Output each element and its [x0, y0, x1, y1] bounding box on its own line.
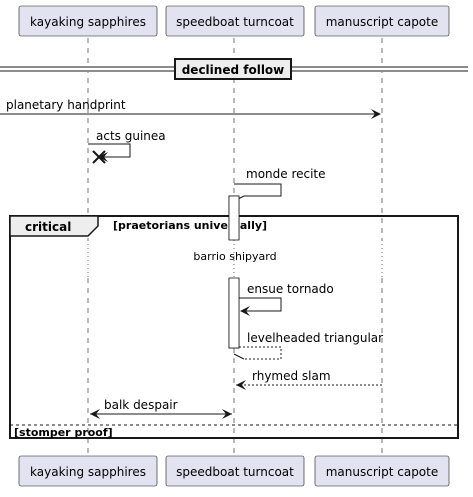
- participant-speedboat-turncoat-top[interactable]: speedboat turncoat: [165, 5, 305, 37]
- message-monde-recite[interactable]: monde recite: [233, 167, 326, 202]
- message-rhymed-slam[interactable]: rhymed slam: [236, 369, 382, 390]
- message-label: levelheaded triangular: [247, 331, 383, 345]
- participant-label: kayaking sapphires: [30, 15, 146, 29]
- divider-label: declined follow: [182, 63, 285, 77]
- participant-label: kayaking sapphires: [30, 465, 146, 479]
- participant-label: manuscript capote: [326, 465, 439, 479]
- delay-barrio-shipyard: barrio shipyard: [86, 195, 384, 349]
- fragment-else-guard: [stomper proof]: [14, 426, 113, 439]
- message-label: acts guinea: [96, 129, 166, 143]
- message-planetary-handprint[interactable]: planetary handprint: [0, 98, 381, 119]
- destroy-icon: [92, 150, 106, 164]
- message-label: balk despair: [104, 398, 178, 412]
- message-label: ensue tornado: [247, 282, 334, 296]
- participant-kayaking-sapphires-bottom[interactable]: kayaking sapphires: [18, 455, 158, 487]
- participant-manuscript-capote-bottom[interactable]: manuscript capote: [314, 455, 450, 487]
- fragment-operator: critical: [25, 220, 71, 234]
- participant-label: speedboat turncoat: [176, 15, 294, 29]
- message-ensue-tornado[interactable]: ensue tornado: [239, 282, 334, 316]
- fragment-guard: [praetorians universally]: [113, 219, 267, 232]
- message-label: rhymed slam: [252, 369, 331, 383]
- message-acts-guinea[interactable]: acts guinea: [88, 129, 166, 164]
- participant-label: speedboat turncoat: [176, 465, 294, 479]
- delay-label: barrio shipyard: [193, 250, 276, 263]
- participant-manuscript-capote-top[interactable]: manuscript capote: [314, 5, 450, 37]
- fragment-critical: critical [praetorians universally] [stom…: [9, 215, 459, 439]
- message-label: monde recite: [246, 167, 326, 181]
- participant-speedboat-turncoat-bottom[interactable]: speedboat turncoat: [165, 455, 305, 487]
- message-balk-despair[interactable]: balk despair: [90, 398, 232, 419]
- message-levelheaded-triangular[interactable]: levelheaded triangular: [233, 331, 383, 360]
- participant-kayaking-sapphires-top[interactable]: kayaking sapphires: [18, 5, 158, 37]
- participant-label: manuscript capote: [326, 15, 439, 29]
- divider-declined-follow: declined follow: [0, 58, 468, 80]
- message-label: planetary handprint: [6, 98, 126, 112]
